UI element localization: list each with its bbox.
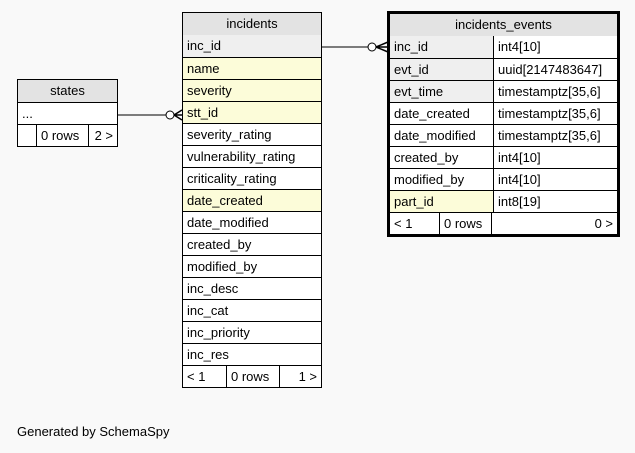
footer-children: 0 > xyxy=(594,216,613,231)
table-incidents-events[interactable]: incidents_events inc_id int4[10] evt_id uui… xyxy=(387,11,620,237)
column-row[interactable]: created_by xyxy=(183,233,321,255)
table-footer: < 1 0 rows 1 > xyxy=(183,365,321,387)
column-name: modified_by xyxy=(187,259,258,274)
column-type: timestamptz[35,6] xyxy=(498,128,601,143)
column-row[interactable]: severity_rating xyxy=(183,123,321,145)
table-title: states xyxy=(50,83,85,98)
column-type: int4[10] xyxy=(498,172,541,187)
column-name: vulnerability_rating xyxy=(187,149,296,164)
column-row[interactable]: inc_priority xyxy=(183,321,321,343)
footer-parents xyxy=(18,125,37,146)
column-name: date_created xyxy=(390,103,494,124)
table-row: ... xyxy=(18,102,117,124)
table-header[interactable]: incidents_events xyxy=(390,14,617,36)
column-name: created_by xyxy=(390,147,494,168)
link-optional-marker xyxy=(165,110,175,120)
footer-row-count: 0 rows xyxy=(440,213,492,234)
column-name: inc_res xyxy=(187,347,229,362)
column-name: name xyxy=(187,61,220,76)
column-row[interactable]: date_modified xyxy=(183,211,321,233)
table-header[interactable]: incidents xyxy=(183,13,321,35)
column-name: evt_time xyxy=(390,81,494,102)
column-type: timestamptz[35,6] xyxy=(498,84,601,99)
column-row[interactable]: date_created timestamptz[35,6] xyxy=(390,102,617,124)
table-footer: 0 rows 2 > xyxy=(18,124,117,146)
column-name: part_id xyxy=(390,191,494,212)
link-optional-marker xyxy=(367,42,377,52)
column-name: stt_id xyxy=(187,105,219,120)
column-name: inc_id xyxy=(187,38,221,53)
column-row[interactable]: vulnerability_rating xyxy=(183,145,321,167)
column-name: created_by xyxy=(187,237,252,252)
column-name: inc_priority xyxy=(187,325,250,340)
column-row[interactable]: severity xyxy=(183,79,321,101)
column-row[interactable]: inc_res xyxy=(183,343,321,365)
column-row[interactable]: evt_time timestamptz[35,6] xyxy=(390,80,617,102)
column-row[interactable]: inc_desc xyxy=(183,277,321,299)
column-name: date_created xyxy=(187,193,263,208)
column-row[interactable]: created_by int4[10] xyxy=(390,146,617,168)
column-type: int4[10] xyxy=(498,39,541,54)
column-name: inc_desc xyxy=(187,281,239,296)
column-row[interactable]: criticality_rating xyxy=(183,167,321,189)
footer-row-count: 0 rows xyxy=(37,125,89,146)
column-row[interactable]: modified_by xyxy=(183,255,321,277)
column-name: criticality_rating xyxy=(187,171,277,186)
table-header[interactable]: states xyxy=(18,80,117,102)
column-name: severity_rating xyxy=(187,127,272,142)
column-row[interactable]: name xyxy=(183,57,321,79)
footer-children: 1 > xyxy=(298,369,317,384)
footer-parents: < 1 xyxy=(390,213,440,234)
column-name: evt_id xyxy=(390,59,494,80)
table-title: incidents_events xyxy=(455,17,552,32)
column-row[interactable]: inc_id xyxy=(183,35,321,57)
footer-row-count: 0 rows xyxy=(227,366,280,387)
table-title: incidents xyxy=(226,16,278,31)
column-row[interactable]: evt_id uuid[2147483647] xyxy=(390,58,617,80)
footer-parents: < 1 xyxy=(183,366,227,387)
table-footer: < 1 0 rows 0 > xyxy=(390,212,617,234)
column-row[interactable]: modified_by int4[10] xyxy=(390,168,617,190)
footer-children: 2 > xyxy=(94,128,113,143)
column-row[interactable]: inc_cat xyxy=(183,299,321,321)
column-name: severity xyxy=(187,83,232,98)
link-crowfoot-marker xyxy=(375,41,389,53)
column-type: int8[19] xyxy=(498,194,541,209)
column-name: inc_id xyxy=(390,36,494,58)
column-name: date_modified xyxy=(390,125,494,146)
column-row[interactable]: stt_id xyxy=(183,101,321,123)
column-name: modified_by xyxy=(390,169,494,190)
column-row[interactable]: date_modified timestamptz[35,6] xyxy=(390,124,617,146)
column-row[interactable]: part_id int8[19] xyxy=(390,190,617,212)
column-type: uuid[2147483647] xyxy=(498,62,603,77)
column-name: date_modified xyxy=(187,215,269,230)
column-row[interactable]: inc_id int4[10] xyxy=(390,36,617,58)
link-crowfoot-marker xyxy=(173,109,183,121)
column-name: ... xyxy=(22,106,33,121)
column-type: int4[10] xyxy=(498,150,541,165)
table-states[interactable]: states ... 0 rows 2 > xyxy=(17,79,118,147)
column-type: timestamptz[35,6] xyxy=(498,106,601,121)
column-row[interactable]: date_created xyxy=(183,189,321,211)
column-name: inc_cat xyxy=(187,303,229,318)
generated-by-caption: Generated by SchemaSpy xyxy=(17,424,170,439)
